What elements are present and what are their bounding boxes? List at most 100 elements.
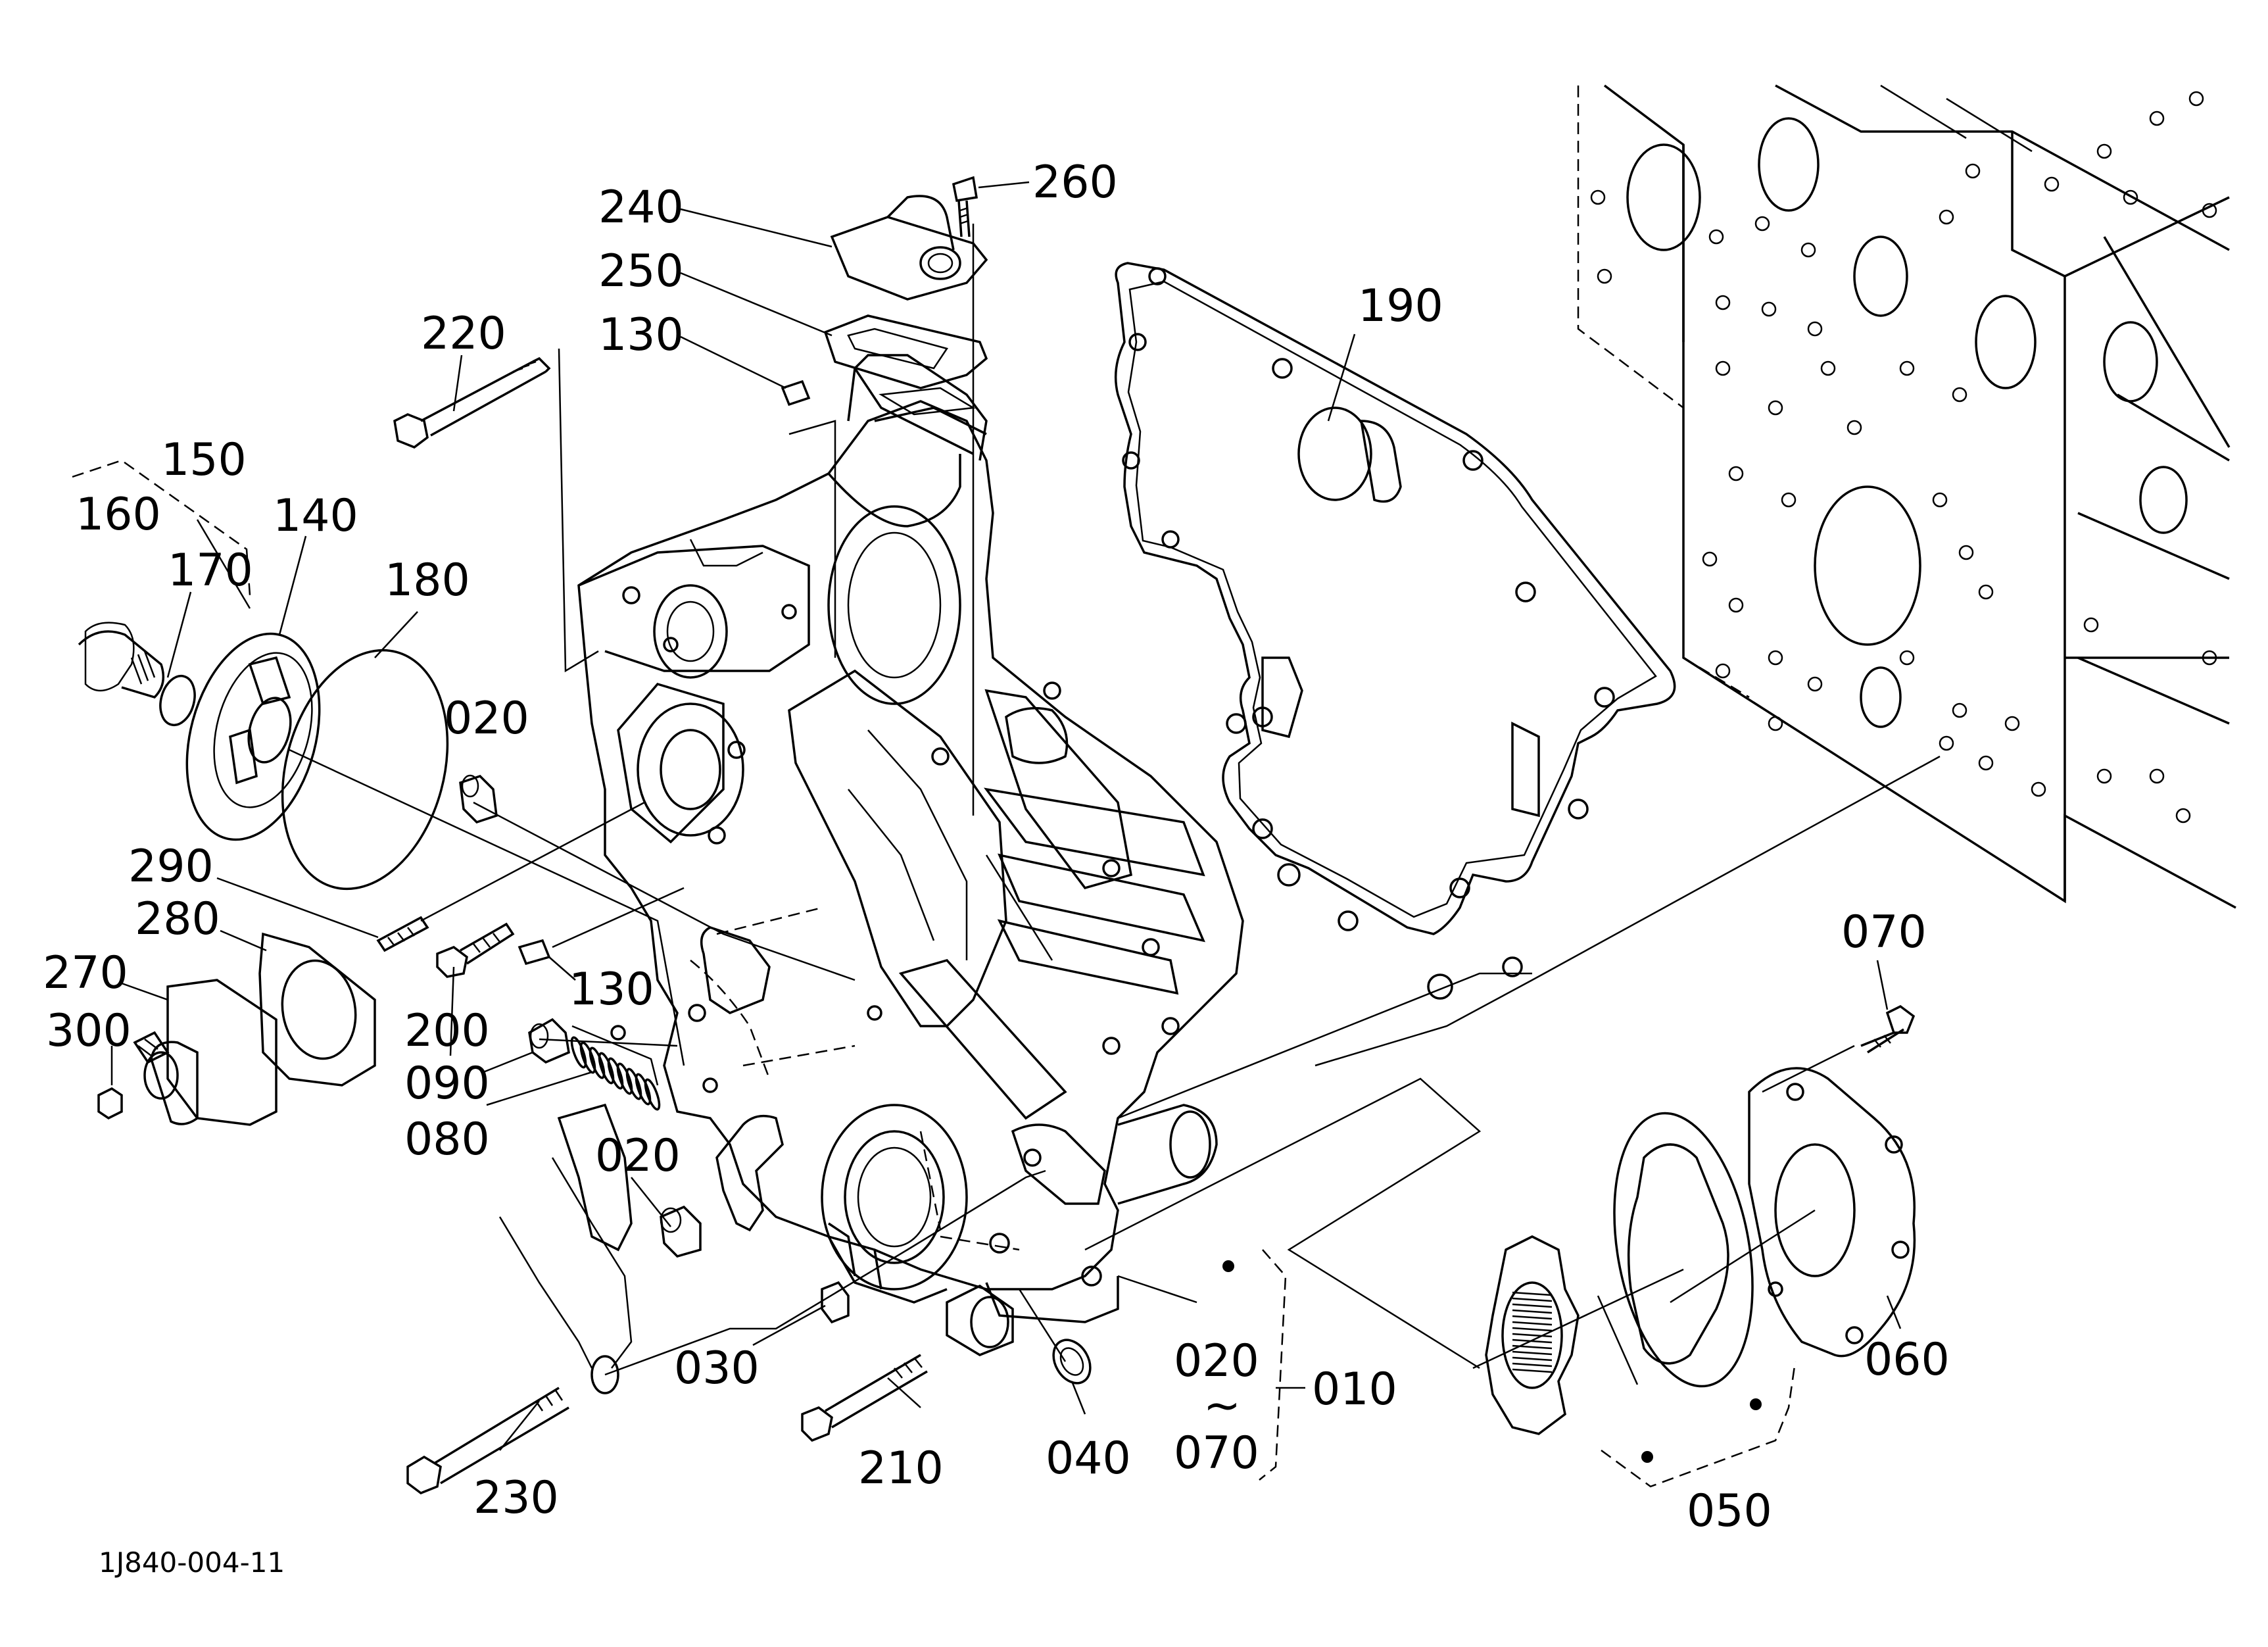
label-030: 030 bbox=[674, 1342, 760, 1394]
hole bbox=[688, 1004, 706, 1022]
hole bbox=[1768, 650, 1783, 666]
hole bbox=[1952, 702, 1967, 718]
hole bbox=[1958, 545, 1974, 560]
parts-030-040-210 bbox=[801, 1281, 1092, 1442]
hole bbox=[1939, 735, 1954, 751]
spline-line bbox=[1512, 1291, 1553, 1296]
hole bbox=[1952, 387, 1967, 403]
hole bbox=[2096, 768, 2112, 784]
hole bbox=[1226, 713, 1247, 734]
spline-line bbox=[1512, 1368, 1553, 1373]
hole bbox=[2202, 203, 2217, 218]
water-outlet-assembly bbox=[823, 176, 988, 389]
hole bbox=[1590, 189, 1606, 205]
hole bbox=[622, 586, 640, 604]
hole bbox=[1023, 1148, 1042, 1167]
hole bbox=[2175, 808, 2191, 823]
hole bbox=[1807, 676, 1823, 692]
hole bbox=[1252, 706, 1273, 727]
assembly-leader-lines bbox=[289, 224, 1941, 1376]
spline-line bbox=[1512, 1321, 1553, 1326]
hole bbox=[931, 747, 950, 766]
hole bbox=[727, 741, 746, 759]
hole bbox=[1899, 360, 1915, 376]
hole bbox=[2188, 91, 2204, 107]
hole bbox=[610, 1025, 626, 1041]
spline-line bbox=[1512, 1333, 1553, 1338]
hole bbox=[2004, 716, 2020, 731]
label-300: 300 bbox=[46, 1005, 132, 1057]
hole bbox=[1272, 358, 1293, 379]
hole bbox=[2149, 768, 2165, 784]
label-170: 170 bbox=[168, 545, 253, 597]
hole bbox=[1708, 229, 1724, 245]
hole bbox=[1728, 597, 1744, 613]
hole bbox=[2202, 650, 2217, 666]
label-070-range-end: 070 bbox=[1174, 1427, 1259, 1479]
spring-coil bbox=[579, 1041, 596, 1074]
spring-coil bbox=[598, 1052, 615, 1085]
label-220: 220 bbox=[421, 308, 506, 360]
hole bbox=[1142, 938, 1160, 956]
hole bbox=[2044, 176, 2060, 192]
hole bbox=[1845, 1326, 1864, 1344]
gear-case bbox=[577, 354, 1244, 1323]
plugs-020 bbox=[459, 774, 702, 1258]
label-230: 230 bbox=[473, 1472, 559, 1524]
hole bbox=[2083, 617, 2099, 633]
hole bbox=[1939, 209, 1954, 225]
spline-line bbox=[1512, 1327, 1553, 1332]
hole bbox=[1754, 216, 1770, 232]
label-040: 040 bbox=[1046, 1433, 1131, 1485]
label-210: 210 bbox=[858, 1442, 944, 1494]
hole bbox=[1891, 1241, 1910, 1259]
hole bbox=[1338, 910, 1359, 931]
spring-coil bbox=[589, 1046, 606, 1079]
label-240: 240 bbox=[598, 182, 684, 234]
hole bbox=[1768, 400, 1783, 416]
label-250: 250 bbox=[598, 245, 684, 297]
hole bbox=[1715, 663, 1731, 679]
sleeve-090-spring-080 bbox=[528, 1018, 661, 1111]
group-brackets bbox=[72, 459, 1797, 1488]
hole bbox=[867, 1005, 882, 1021]
label-060: 060 bbox=[1864, 1334, 1950, 1386]
hole bbox=[2031, 781, 2046, 797]
spring-coil bbox=[644, 1078, 661, 1111]
hole bbox=[1462, 450, 1484, 471]
hole bbox=[1978, 755, 1994, 771]
spline-line bbox=[1512, 1303, 1553, 1308]
hole bbox=[702, 1077, 718, 1093]
hole bbox=[1515, 581, 1536, 602]
hole bbox=[1081, 1266, 1102, 1287]
hole bbox=[1502, 956, 1523, 977]
label-260: 260 bbox=[1032, 157, 1118, 209]
label-270: 270 bbox=[43, 947, 128, 999]
hole bbox=[1568, 799, 1589, 820]
label-160: 160 bbox=[76, 489, 161, 541]
label-190: 190 bbox=[1358, 280, 1443, 332]
spline-line bbox=[1512, 1362, 1553, 1367]
label-010: 010 bbox=[1312, 1364, 1397, 1415]
part-labels: 240 260 250 130 190 220 150 160 140 170 … bbox=[43, 157, 1950, 1579]
hole bbox=[1768, 716, 1783, 731]
hole bbox=[1807, 321, 1823, 337]
spring-coil bbox=[635, 1073, 652, 1106]
engine-block bbox=[1577, 84, 2236, 909]
spring-coil bbox=[616, 1062, 633, 1095]
hole bbox=[1702, 551, 1718, 567]
label-020-upper: 020 bbox=[444, 693, 529, 745]
hole bbox=[1965, 163, 1981, 179]
oil-pump-group bbox=[1485, 1004, 1916, 1435]
hole bbox=[1978, 584, 1994, 600]
label-200: 200 bbox=[404, 1005, 490, 1057]
label-020-lower: 020 bbox=[595, 1130, 681, 1182]
hole bbox=[2149, 111, 2165, 126]
hole bbox=[1846, 420, 1862, 435]
hole bbox=[1043, 681, 1061, 700]
hole bbox=[1715, 360, 1731, 376]
hole bbox=[2096, 143, 2112, 159]
hole bbox=[1277, 863, 1301, 887]
hole bbox=[1252, 818, 1273, 839]
